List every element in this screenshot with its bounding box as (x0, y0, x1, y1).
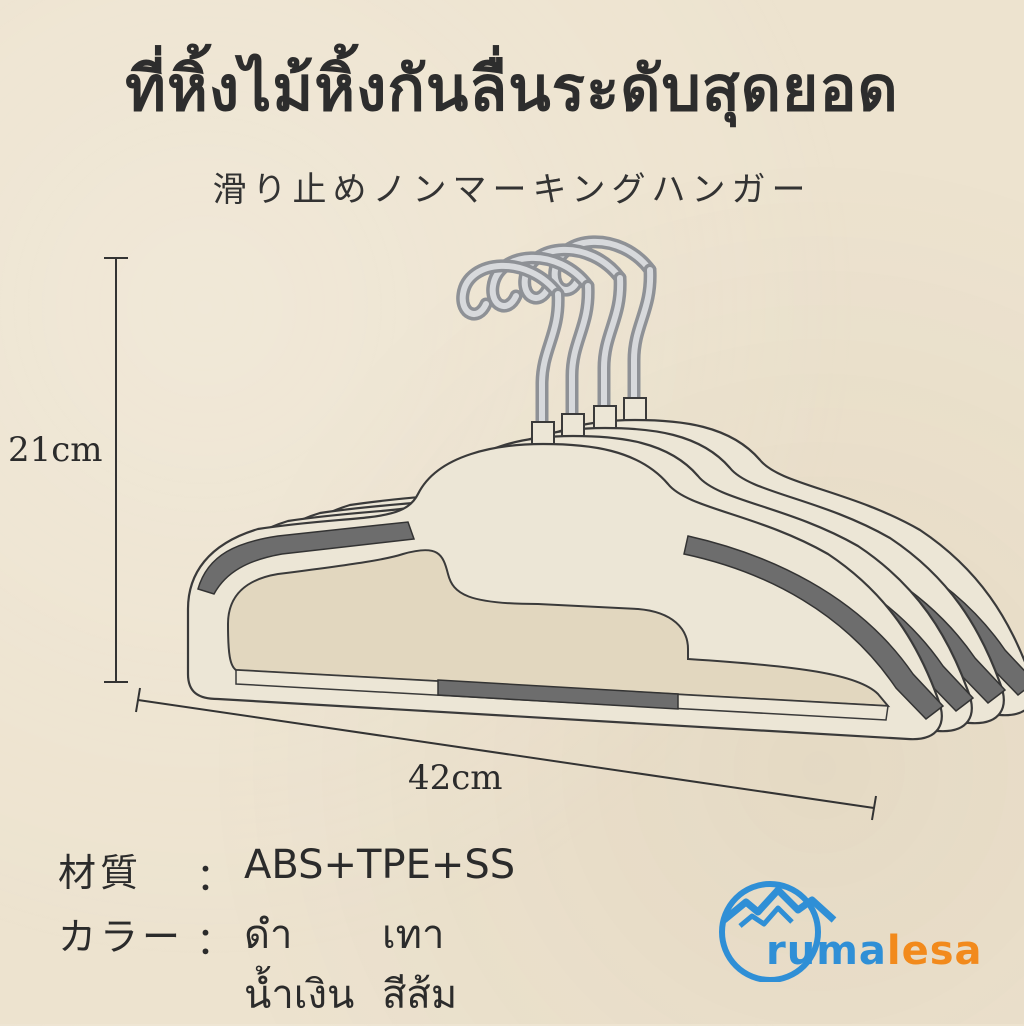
width-dimension-line (135, 687, 877, 821)
mountain-icon (719, 881, 837, 983)
brand-name-part2: lesa (886, 928, 983, 974)
color-orange: สีส้ม (382, 972, 458, 1018)
color-gray: เทา (382, 912, 445, 958)
brand-name-part1: ruma (766, 928, 887, 974)
brand-name: rumalesa (766, 928, 983, 974)
color-colon: ： (196, 919, 235, 963)
material-value: ABS+TPE+SS (244, 842, 516, 888)
color-black: ดำ (244, 912, 293, 958)
color-label: カラー (58, 915, 185, 959)
height-label: 21cm (8, 430, 103, 470)
product-title: ที่หิ้งไม้หิ้งกันลื่นระดับสุดยอด (125, 52, 899, 125)
height-dimension-line (104, 257, 128, 683)
brand-logo: rumalesa (716, 872, 996, 983)
width-label: 42cm (408, 758, 503, 798)
product-subtitle: 滑り止めノンマーキングハンガー (212, 170, 812, 210)
color-navy: น้ำเงิน (244, 972, 355, 1018)
material-label: 材質 (58, 851, 143, 895)
material-colon: ： (196, 855, 235, 899)
